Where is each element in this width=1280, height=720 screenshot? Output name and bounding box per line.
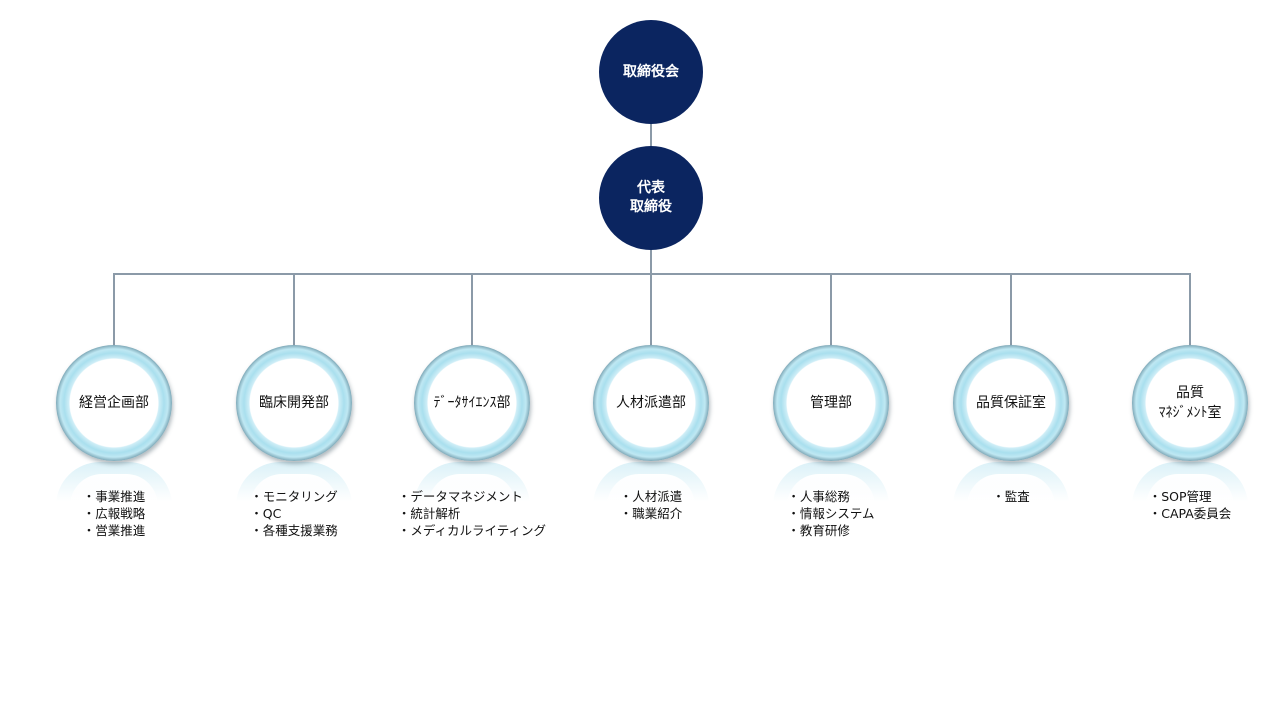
- dept-reflection: [236, 462, 352, 506]
- connector-dept: [1010, 274, 1012, 346]
- ceo-node: 代表 取締役: [599, 146, 703, 250]
- dept-reflection: [773, 462, 889, 506]
- dept-node: 経営企画部: [56, 345, 172, 461]
- duty-item: ・教育研修: [787, 523, 850, 538]
- dept-name: 管理部: [810, 395, 852, 411]
- dept-reflection: [56, 462, 172, 506]
- dept-reflection: [953, 462, 1069, 506]
- dept-node: 品質保証室: [953, 345, 1069, 461]
- connector-board-ceo: [650, 120, 652, 150]
- duty-item: ・メディカルライティング: [397, 523, 547, 538]
- connector-dept: [293, 274, 295, 346]
- connector-ceo-bus: [650, 248, 652, 275]
- dept-duties: ・SOP管理・CAPA委員会: [1149, 488, 1232, 522]
- duty-item: ・事業推進: [82, 489, 146, 504]
- connector-horizontal-bus: [113, 273, 1191, 275]
- dept-duties: ・モニタリング・QC ・各種支援業務: [250, 488, 338, 539]
- dept-reflection: [414, 462, 530, 506]
- duty-item: ・人事総務: [787, 489, 850, 504]
- dept-reflection: [593, 462, 709, 506]
- duty-item: ・監査: [992, 489, 1030, 504]
- board-label: 取締役会: [623, 63, 679, 80]
- dept-node: ﾃﾞｰﾀｻｲｴﾝｽ部: [414, 345, 530, 461]
- dept-node: 管理部: [773, 345, 889, 461]
- duty-item: ・モニタリング: [250, 489, 338, 504]
- board-node: 取締役会: [599, 20, 703, 124]
- duty-item: ・CAPA委員会: [1148, 506, 1232, 521]
- dept-name: ﾃﾞｰﾀｻｲｴﾝｽ部: [433, 395, 511, 411]
- connector-dept: [113, 274, 115, 346]
- connector-dept: [650, 274, 652, 346]
- dept-name: 経営企画部: [79, 395, 149, 411]
- duty-item: ・SOP管理: [1148, 489, 1212, 504]
- dept-node: 臨床開発部: [236, 345, 352, 461]
- dept-reflection: [1132, 462, 1248, 506]
- dept-node: 品質 ﾏﾈｼﾞﾒﾝﾄ室: [1132, 345, 1248, 461]
- connector-dept: [471, 274, 473, 346]
- dept-name: 品質保証室: [976, 395, 1046, 411]
- duty-item: ・各種支援業務: [250, 523, 338, 538]
- dept-name: 人材派遣部: [616, 395, 686, 411]
- dept-node: 人材派遣部: [593, 345, 709, 461]
- dept-duties: ・事業推進・広報戦略・営業推進: [83, 488, 146, 539]
- duty-item: ・人材派遣: [619, 489, 683, 504]
- ceo-label: 代表 取締役: [630, 180, 672, 215]
- dept-name: 臨床開発部: [259, 395, 329, 411]
- dept-duties: ・人材派遣・職業紹介: [620, 488, 683, 522]
- dept-duties: ・データマネジメント・統計解析・メディカルライティング: [398, 488, 546, 539]
- duty-item: ・QC: [250, 506, 282, 521]
- duty-item: ・統計解析: [397, 506, 461, 521]
- duty-item: ・職業紹介: [619, 506, 683, 521]
- duty-item: ・情報システム: [787, 506, 875, 521]
- duty-item: ・広報戦略: [82, 506, 146, 521]
- connector-dept: [1189, 274, 1191, 346]
- dept-duties: ・監査: [992, 488, 1030, 505]
- connector-dept: [830, 274, 832, 346]
- dept-name: 品質 ﾏﾈｼﾞﾒﾝﾄ室: [1158, 385, 1222, 421]
- dept-duties: ・人事総務・情報システム・教育研修: [787, 488, 874, 539]
- duty-item: ・営業推進: [82, 523, 146, 538]
- duty-item: ・データマネジメント: [397, 489, 523, 504]
